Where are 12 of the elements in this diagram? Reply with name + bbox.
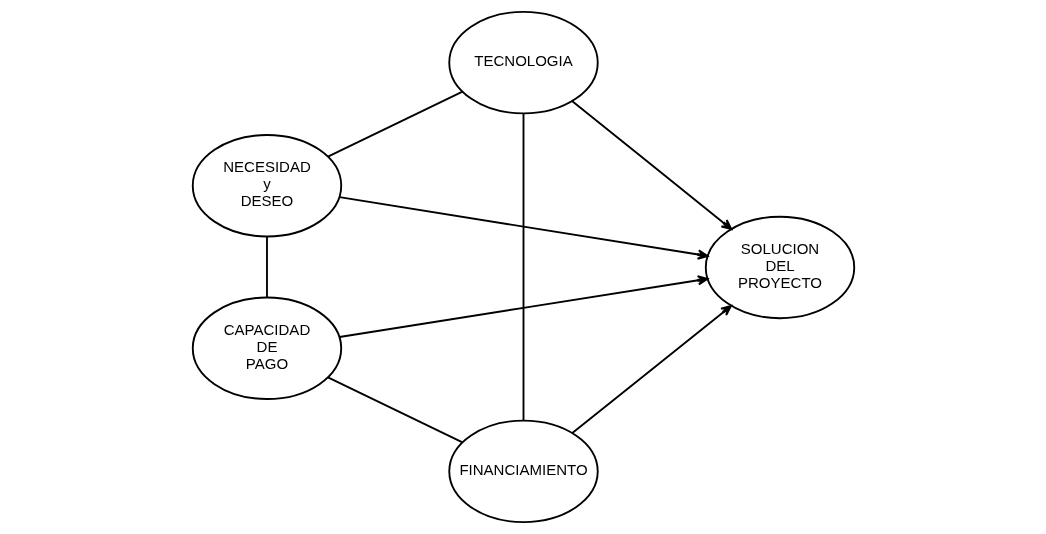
connector [326,90,463,158]
arrow [570,305,732,434]
connector [522,112,524,422]
node-ellipse: NECESIDAD y DESEO [191,134,342,238]
arrow [570,100,732,231]
node-ellipse: CAPACIDAD DE PAGO [191,296,342,400]
arrow [338,196,708,260]
connector [265,235,268,299]
connector [326,376,463,444]
node-ellipse: FINANCIAMIENTO [447,419,599,524]
node-ellipse: TECNOLOGIA [447,10,599,115]
arrow [338,275,708,338]
